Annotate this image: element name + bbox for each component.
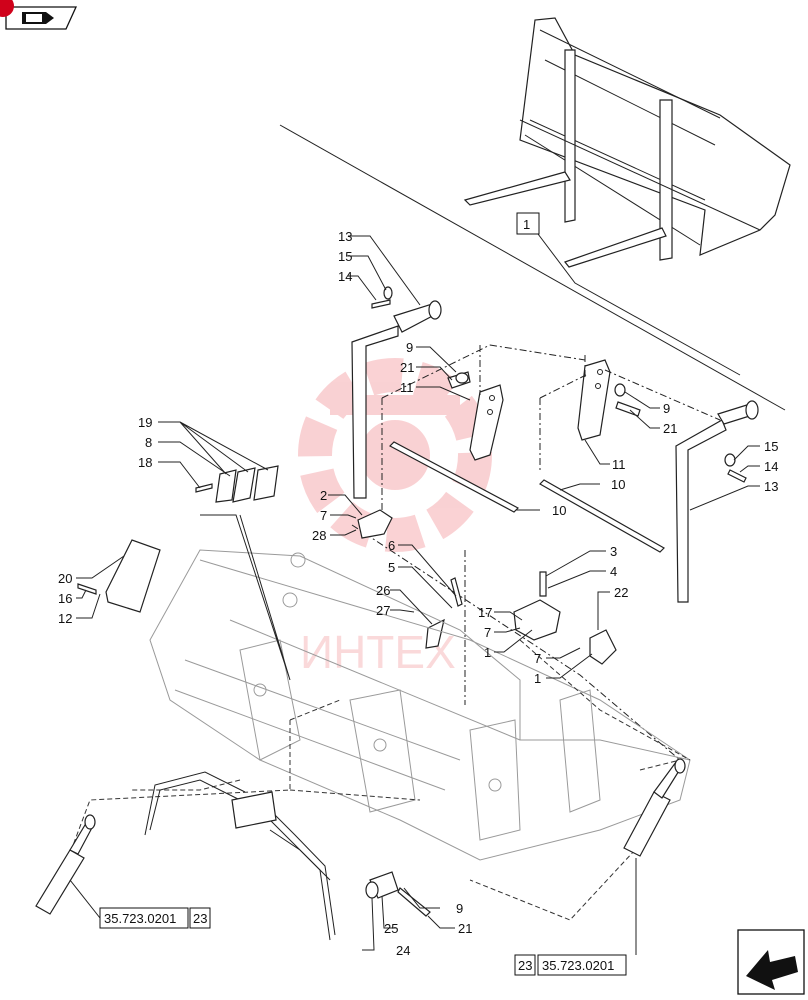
callout-16: 16	[58, 591, 72, 606]
book-arrow-icon[interactable]	[5, 6, 78, 30]
bracket-right	[577, 359, 611, 441]
callout-3: 3	[610, 544, 617, 559]
callout-7: 7	[320, 508, 327, 523]
callout-24: 24	[396, 943, 410, 958]
rod-10-short	[539, 479, 665, 553]
bracket-left	[469, 384, 504, 461]
latch-22	[589, 629, 617, 665]
callout-19: 19	[138, 415, 152, 430]
hinge-17	[513, 599, 561, 641]
callout-10: 10	[552, 503, 566, 518]
main-bucket	[149, 549, 691, 861]
callout-12: 12	[58, 611, 72, 626]
callout-27: 27	[376, 603, 390, 618]
callout-9: 9	[406, 340, 413, 355]
callout-26: 26	[376, 583, 390, 598]
hydraulic-hoses	[144, 771, 336, 941]
bolt-14-left	[371, 286, 393, 309]
ref-left-number[interactable]: 35.723.0201	[104, 911, 176, 926]
ref-box-right[interactable]: 23 35.723.0201	[514, 954, 627, 976]
rod-10-long	[389, 441, 519, 513]
callout-11: 11	[612, 457, 626, 472]
callout-8: 8	[145, 435, 152, 450]
callout-14: 14	[338, 269, 352, 284]
callout-17: 17	[478, 605, 492, 620]
fork-arm-left	[351, 300, 442, 499]
ref-right-index[interactable]: 23	[518, 958, 532, 973]
hydraulic-cylinder-left	[35, 814, 96, 915]
callout-22: 22	[614, 585, 628, 600]
fork-bucket-assembly	[463, 17, 791, 268]
hinge-2	[357, 509, 393, 539]
ref-box-left[interactable]: 35.723.0201 23	[99, 907, 211, 929]
arrow-left-icon[interactable]	[737, 929, 805, 995]
ref-left-index[interactable]: 23	[193, 911, 207, 926]
callout-13: 13	[338, 229, 352, 244]
callout-7: 7	[534, 651, 541, 666]
callout-11: 11	[400, 380, 414, 395]
ref-right-number[interactable]: 35.723.0201	[542, 958, 614, 973]
leader-lines	[69, 235, 760, 955]
lynch-pin-left	[447, 371, 471, 389]
wedge-20	[105, 539, 161, 613]
bolt-14-right	[724, 453, 747, 483]
hydraulic-cylinder-right	[623, 758, 686, 857]
fork-arm-right	[675, 400, 759, 603]
callout-1: 1	[534, 671, 541, 686]
callout-18: 18	[138, 455, 152, 470]
callout-5: 5	[388, 560, 395, 575]
callout-1: 1	[484, 645, 491, 660]
wear-pads	[195, 465, 279, 503]
callout-7: 7	[484, 625, 491, 640]
callout-21: 21	[663, 421, 677, 436]
callout-25: 25	[384, 921, 398, 936]
callout-4: 4	[610, 564, 617, 579]
callout-labels: 13 15 14 9 21 11 9 21 11 10 10 15 14 13 …	[58, 229, 778, 958]
callout-6: 6	[388, 538, 395, 553]
lynch-pin-right	[614, 383, 641, 417]
callout-14: 14	[764, 459, 778, 474]
callout-21: 21	[458, 921, 472, 936]
callout-21: 21	[400, 360, 414, 375]
callout-15: 15	[764, 439, 778, 454]
callout-28: 28	[312, 528, 326, 543]
watermark-logo	[298, 358, 492, 552]
callout-15: 15	[338, 249, 352, 264]
callout-9: 9	[663, 401, 670, 416]
ref-box-top[interactable]: 1	[516, 212, 540, 235]
callout-10: 10	[611, 477, 625, 492]
callout-20: 20	[58, 571, 72, 586]
callout-2: 2	[320, 488, 327, 503]
notification-badge	[0, 0, 14, 17]
svg-text:1: 1	[523, 217, 530, 232]
strap-26	[425, 618, 445, 649]
callout-9: 9	[456, 901, 463, 916]
callout-13: 13	[764, 479, 778, 494]
